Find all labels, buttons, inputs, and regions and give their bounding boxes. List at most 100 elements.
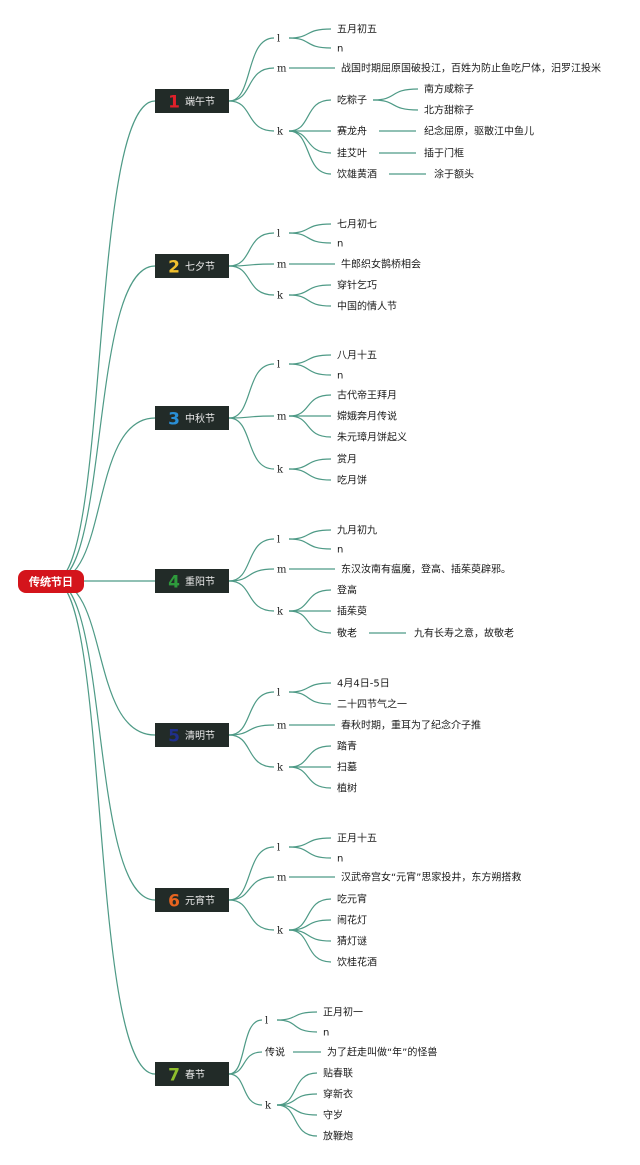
item-branch-line xyxy=(288,232,332,244)
item-text: 饮雄黄酒 xyxy=(337,168,377,181)
item-text: 扫墓 xyxy=(337,761,357,774)
item-branch-line xyxy=(288,37,332,49)
festival-box xyxy=(155,1062,229,1086)
item-text: 为了赶走叫做“年”的怪兽 xyxy=(327,1046,437,1059)
item-text: 贴春联 xyxy=(323,1067,353,1080)
item-branch-line xyxy=(288,130,332,154)
item-branch-line xyxy=(276,1104,318,1137)
item-branch-line xyxy=(276,1019,318,1033)
root-node[interactable]: 传统节日 xyxy=(18,570,84,593)
item-branch-line xyxy=(288,130,332,175)
item-branch-line xyxy=(288,682,332,693)
group-branch-line xyxy=(228,415,275,419)
group-branch-line xyxy=(228,899,275,931)
item-text: 守岁 xyxy=(323,1109,343,1122)
group-branch-line xyxy=(228,724,275,736)
item-branch-line xyxy=(288,929,332,963)
festival-node-4[interactable]: 4 重阳节 xyxy=(155,569,229,593)
item-text: 八月十五 xyxy=(337,349,377,362)
item-branch-line xyxy=(276,1011,318,1021)
item-text: 放鞭炮 xyxy=(323,1130,353,1143)
group-branch-line xyxy=(228,1073,263,1106)
item-branch-line xyxy=(276,1072,318,1106)
festival-number: 4 xyxy=(168,573,180,593)
root-branch-line xyxy=(53,580,156,901)
group-label-k: k xyxy=(277,127,284,138)
item-text: 踏青 xyxy=(337,740,357,753)
item-text: 汉武帝宫女“元宵”思家投井，东方朔搭救 xyxy=(341,871,521,884)
item-branch-line xyxy=(288,538,332,550)
item-text: 嫦娥奔月传说 xyxy=(337,410,397,423)
group-label-l: l xyxy=(277,688,280,699)
item-branch-line xyxy=(288,354,332,365)
item-branch-line xyxy=(288,589,332,612)
child-text: 南方咸粽子 xyxy=(424,83,474,96)
item-text: 牛郎织女鹊桥相会 xyxy=(341,258,421,271)
root-branch-line xyxy=(53,265,156,582)
root-branch-line xyxy=(53,417,156,582)
festival-number: 1 xyxy=(168,93,180,113)
item-text: 九月初九 xyxy=(337,524,377,537)
item-text: 战国时期屈原国破投江，百姓为防止鱼吃尸体，汨罗江投米 xyxy=(341,62,601,75)
item-branch-line xyxy=(288,223,332,234)
group-label-l: l xyxy=(277,843,280,854)
item-branch-line xyxy=(288,929,332,942)
item-branch-line xyxy=(288,415,332,438)
item-text: 正月十五 xyxy=(337,832,377,845)
group-branch-line xyxy=(228,734,275,768)
item-branch-line xyxy=(288,610,332,634)
child-branch-line xyxy=(372,99,419,111)
item-text: 中国的情人节 xyxy=(337,300,397,313)
item-branch-line xyxy=(288,837,332,848)
group-label-l: l xyxy=(277,360,280,371)
connector-lines xyxy=(53,28,426,1137)
item-text: n xyxy=(337,44,343,55)
group-branch-line xyxy=(228,363,275,419)
item-text: 古代帝王拜月 xyxy=(337,389,397,402)
group-branch-line xyxy=(228,1019,263,1075)
item-branch-line xyxy=(288,898,332,931)
item-branch-line xyxy=(288,394,332,417)
item-text: 正月初一 xyxy=(323,1006,363,1019)
group-branch-line xyxy=(228,691,275,736)
group-label-传说: 传说 xyxy=(265,1046,285,1059)
group-label-k: k xyxy=(277,763,284,774)
item-text: 4月4日-5日 xyxy=(337,678,390,690)
item-branch-line xyxy=(288,766,332,789)
child-text: 插于门框 xyxy=(424,147,464,160)
item-text: 植树 xyxy=(337,782,357,795)
festival-number: 7 xyxy=(168,1066,180,1086)
festival-node-7[interactable]: 7 春节 xyxy=(155,1062,229,1086)
festival-name: 清明节 xyxy=(185,729,215,742)
item-text: n xyxy=(323,1028,329,1039)
item-text: 登高 xyxy=(337,584,357,597)
item-text: n xyxy=(337,545,343,556)
festival-name: 元宵节 xyxy=(185,894,215,907)
group-branch-line xyxy=(228,580,275,612)
item-text: 吃月饼 xyxy=(337,474,367,487)
festival-name: 重阳节 xyxy=(185,575,215,588)
item-text: 东汉汝南有瘟魔，登高、插茱萸辟邪。 xyxy=(341,563,511,576)
item-branch-line xyxy=(288,99,332,132)
group-label-m: m xyxy=(277,260,287,271)
group-label-k: k xyxy=(277,607,284,618)
item-branch-line xyxy=(288,745,332,768)
item-text: n xyxy=(337,854,343,865)
festival-name: 七夕节 xyxy=(185,261,215,273)
group-branch-line xyxy=(228,876,275,901)
item-text: n xyxy=(337,371,343,382)
child-text: 北方甜粽子 xyxy=(424,104,474,117)
child-text: 九有长寿之意，故敬老 xyxy=(414,627,514,640)
festival-name: 春节 xyxy=(185,1069,205,1081)
item-branch-line xyxy=(288,468,332,481)
group-label-k: k xyxy=(265,1101,272,1112)
group-label-k: k xyxy=(277,465,284,476)
group-branch-line xyxy=(228,538,275,582)
